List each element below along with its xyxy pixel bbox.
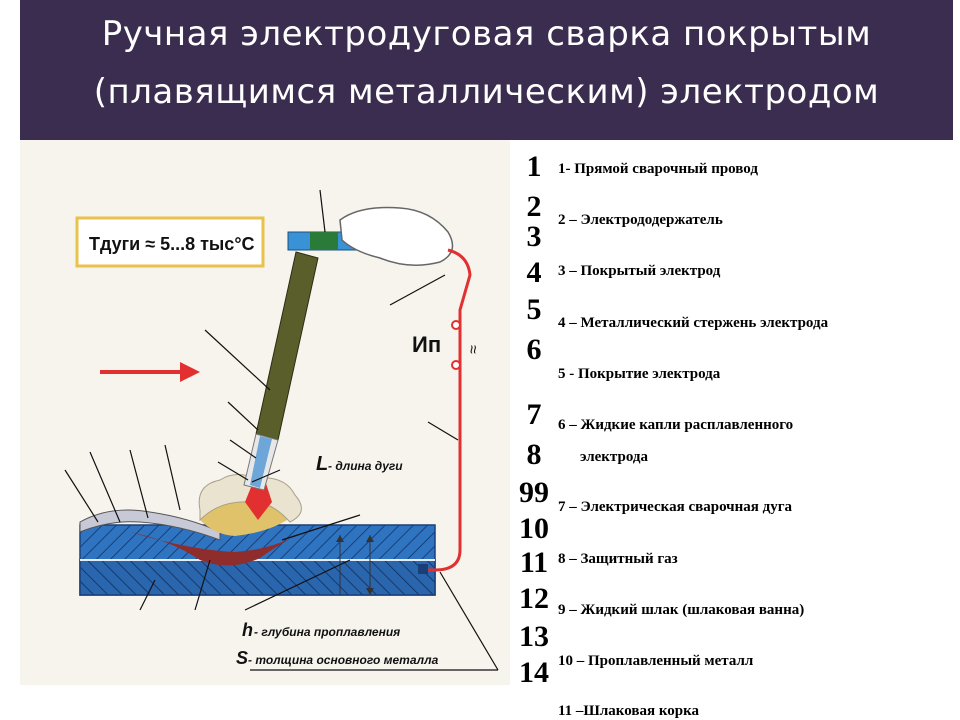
penetration-label: - глубина проплавления [254,625,400,639]
legend-item: 7 – Электрическая сварочная дуга [558,499,793,515]
legend-item: 11 –Шлаковая корка [558,703,700,719]
legend-item: 3 – Покрытый электрод [558,263,721,279]
callout-number: 1 [526,150,542,183]
callout-number: 8 [526,438,542,471]
base-metal [79,524,436,596]
covered-electrode [243,251,319,491]
callout-number: 2 [526,190,542,223]
legend-item: 6 – Жидкие капли расплавленного [558,417,794,433]
callout-number: 7 [526,398,542,431]
penetrated-metal [130,532,305,566]
welding-direction-arrow [100,362,200,382]
legend-item: 10 – Проплавленный металл [558,653,754,669]
welding-cable [425,248,472,572]
liquid-slag [200,501,290,536]
welding-diagram: Тдуги ≈ 5...8 тыс°С [20,140,510,685]
legend-item: 8 – Защитный газ [558,551,678,567]
ground-clamp [418,564,428,574]
welding-arc [245,465,272,520]
title-line-1: Ручная электродуговая сварка покрытым [101,14,872,54]
title-line-2: (плавящимся металлическим) электродом [93,72,880,112]
legend-item: 5 - Покрытие электрода [558,366,721,382]
callout-number: 3 [526,220,542,253]
thickness-letter: S [236,648,248,668]
legend-item: 4 – Металлический стержень электрода [558,315,829,331]
callout-numbers: 1 2 3 4 5 6 7 8 99 10 11 12 13 14 [512,140,562,720]
arc-temperature-label: Тдуги ≈ 5...8 тыс°С [89,234,255,254]
slag-crust [79,509,221,541]
legend-item: 1- Прямой сварочный провод [558,161,758,177]
callout-number: 11 [519,546,549,579]
terminal-top [451,320,461,330]
callout-number: 10 [519,512,549,545]
arc-temperature-box: Тдуги ≈ 5...8 тыс°С [75,216,265,268]
legend-list: 1- Прямой сварочный провод 2 – Электродо… [558,140,958,720]
arc-length-letter: L [316,453,328,475]
legend-item: 2 – Электрододержатель [558,212,723,228]
callout-number: 13 [519,620,549,653]
callout-number: 99 [519,476,549,509]
legend-item-continuation: электрода [580,449,648,465]
leader-lines [64,189,499,671]
callout-number: 5 [526,293,542,326]
callout-number: 14 [519,656,549,689]
thickness-label: - толщина основного металла [248,653,439,667]
title-banner: Ручная электродуговая сварка покрытым (п… [20,0,953,140]
callout-number: 6 [526,333,542,366]
legend-item: 9 – Жидкий шлак (шлаковая ванна) [558,602,805,618]
penetration-letter: h [242,620,253,640]
arc-length-label: - длина дуги [328,459,403,473]
callout-number: 12 [519,582,549,615]
ac-symbol: ≈ [464,345,481,354]
terminal-bottom [451,360,461,370]
power-source-label: Ип [412,332,441,357]
welding-diagram-svg: Тдуги ≈ 5...8 тыс°С [20,140,510,685]
callout-number: 4 [526,256,542,289]
